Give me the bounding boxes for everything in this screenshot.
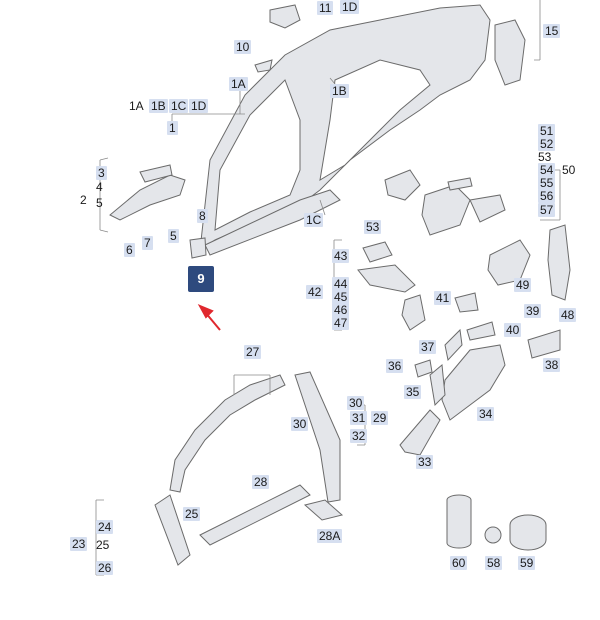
part-54: [447, 177, 473, 191]
part-37: [444, 328, 463, 362]
part-51: [384, 169, 421, 201]
callout-30-left[interactable]: 30: [291, 417, 309, 431]
part-44: [357, 264, 416, 293]
callout-11[interactable]: 11: [317, 1, 334, 15]
callout-1a-group[interactable]: 1A: [129, 99, 144, 113]
part-47: [401, 294, 426, 331]
callout-59[interactable]: 59: [518, 556, 536, 570]
part-3: [139, 164, 173, 183]
part-33: [399, 409, 441, 456]
part-11: [269, 4, 301, 29]
callout-24[interactable]: 24: [96, 520, 114, 534]
callout-7[interactable]: 7: [142, 236, 153, 250]
callout-51[interactable]: 51: [538, 124, 556, 138]
callout-58[interactable]: 58: [485, 556, 503, 570]
part-34: [441, 344, 506, 421]
callout-26[interactable]: 26: [96, 561, 114, 575]
callout-3[interactable]: 3: [96, 166, 107, 180]
part-35: [429, 364, 446, 407]
part-55: [421, 184, 471, 236]
part-9: [189, 237, 207, 259]
callout-53[interactable]: 53: [538, 150, 552, 164]
callout-31[interactable]: 31: [350, 411, 368, 425]
callout-1b[interactable]: 1B: [330, 84, 349, 98]
part-43: [362, 241, 393, 263]
callout-53-small[interactable]: 53: [364, 220, 382, 234]
callout-54[interactable]: 54: [538, 163, 556, 177]
callout-57[interactable]: 57: [538, 203, 556, 217]
callout-1a[interactable]: 1A: [229, 77, 248, 91]
part-28a: [303, 499, 344, 521]
part-29-b-pillar: [294, 371, 341, 503]
callout-40[interactable]: 40: [504, 323, 522, 337]
callout-46[interactable]: 46: [332, 303, 350, 317]
callout-1d-group[interactable]: 1D: [189, 99, 209, 113]
callout-1b-group[interactable]: 1B: [149, 99, 168, 113]
callout-1c[interactable]: 1C: [304, 213, 324, 227]
callout-49[interactable]: 49: [514, 278, 532, 292]
part-59-tape: [509, 514, 547, 551]
callout-23[interactable]: 23: [70, 537, 88, 551]
callout-32[interactable]: 32: [350, 429, 368, 443]
part-56: [469, 194, 506, 223]
callout-6[interactable]: 6: [124, 243, 135, 257]
part-15: [494, 19, 526, 86]
callout-29[interactable]: 29: [371, 411, 389, 425]
callout-10[interactable]: 10: [234, 40, 252, 54]
callout-5-top[interactable]: 5: [96, 196, 103, 210]
callout-56[interactable]: 56: [538, 189, 556, 203]
callout-2[interactable]: 2: [80, 193, 87, 207]
door-opening-front: [214, 79, 301, 231]
part-2-bracket: [109, 174, 186, 221]
part-10: [254, 59, 273, 73]
callout-48[interactable]: 48: [559, 308, 577, 322]
callout-47[interactable]: 47: [332, 316, 350, 330]
callout-33[interactable]: 33: [416, 455, 434, 469]
callout-41[interactable]: 41: [434, 291, 452, 305]
sill-1c: [204, 189, 341, 256]
callout-15[interactable]: 15: [543, 24, 561, 38]
callout-25-right[interactable]: 25: [183, 507, 201, 521]
highlight-arrowhead: [197, 303, 214, 319]
callout-37[interactable]: 37: [419, 340, 437, 354]
part-41: [454, 292, 479, 313]
callout-5-bottom[interactable]: 5: [168, 229, 179, 243]
callout-28a[interactable]: 28A: [317, 529, 343, 543]
callout-44[interactable]: 44: [332, 277, 350, 291]
callout-42[interactable]: 42: [306, 285, 324, 299]
callout-34[interactable]: 34: [477, 407, 495, 421]
part-40: [466, 321, 496, 341]
callout-1d[interactable]: 1D: [340, 0, 360, 14]
part-23-a-pillar-lower: [154, 494, 191, 566]
callout-1c-group[interactable]: 1C: [169, 99, 189, 113]
part-48: [547, 224, 571, 301]
part-28-sill: [199, 484, 311, 546]
part-60-tube: [446, 494, 472, 549]
callout-38[interactable]: 38: [543, 358, 561, 372]
part-27-pillar: [169, 374, 286, 493]
callout-30-top[interactable]: 30: [347, 396, 365, 410]
callout-50[interactable]: 50: [562, 163, 576, 177]
callout-36[interactable]: 36: [386, 359, 404, 373]
part-38: [527, 329, 561, 359]
callout-8[interactable]: 8: [197, 209, 208, 223]
callout-55[interactable]: 55: [538, 176, 556, 190]
callout-28[interactable]: 28: [252, 475, 270, 489]
part-36: [414, 359, 433, 378]
callout-52[interactable]: 52: [538, 137, 556, 151]
callout-43[interactable]: 43: [332, 249, 350, 263]
callout-27[interactable]: 27: [244, 345, 262, 359]
callout-1[interactable]: 1: [167, 121, 178, 135]
callout-39[interactable]: 39: [524, 304, 542, 318]
callout-60[interactable]: 60: [450, 556, 468, 570]
callout-35[interactable]: 35: [404, 385, 422, 399]
callout-4[interactable]: 4: [96, 180, 103, 194]
part-58-plug: [484, 526, 502, 544]
callout-45[interactable]: 45: [332, 290, 350, 304]
callout-25-left[interactable]: 25: [96, 538, 110, 552]
callout-9-highlighted[interactable]: 9: [188, 266, 214, 292]
